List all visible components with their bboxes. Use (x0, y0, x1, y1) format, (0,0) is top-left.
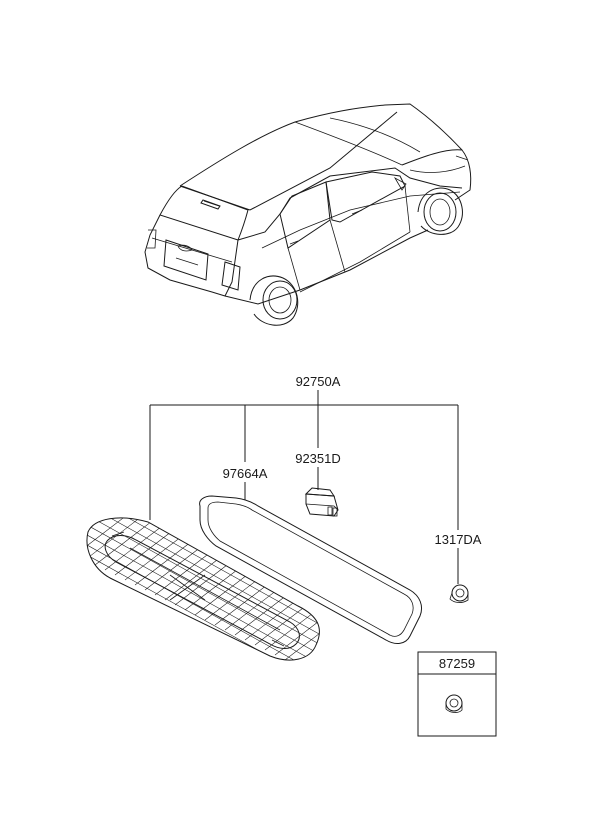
car-illustration (144, 103, 472, 326)
leader-lines (149, 390, 459, 584)
stop-lamp-housing (86, 517, 320, 661)
grommet (449, 584, 469, 603)
part-number-option: 87259 (439, 656, 475, 671)
part-number-gasket: 97664A (223, 466, 268, 481)
bulb-socket (304, 487, 339, 517)
option-grommet-icon (445, 694, 463, 713)
option-box: 87259 (417, 651, 497, 737)
gasket (199, 495, 423, 644)
part-number-grommet: 1317DA (435, 532, 482, 547)
part-number-assembly: 92750A (296, 374, 341, 389)
part-number-bulb: 92351D (295, 451, 341, 466)
